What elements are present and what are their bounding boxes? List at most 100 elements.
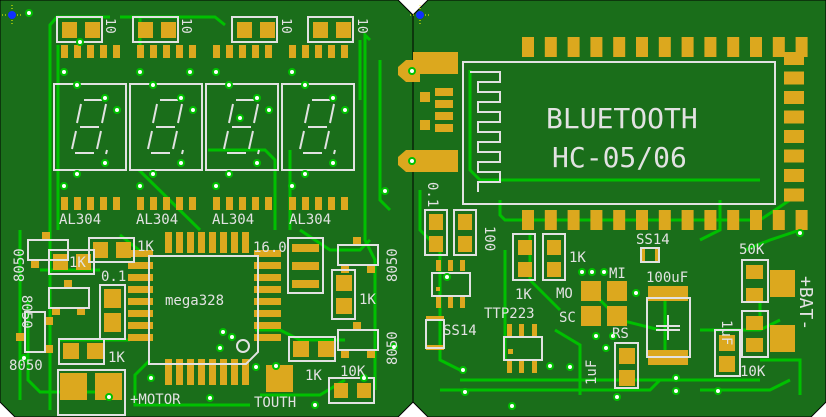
pad <box>254 250 281 257</box>
pad <box>252 45 259 58</box>
pad <box>176 232 183 253</box>
component-outline <box>424 209 448 256</box>
via <box>212 68 220 76</box>
pad <box>209 232 216 253</box>
via <box>578 268 586 276</box>
pad <box>435 124 453 132</box>
pad <box>460 297 465 308</box>
pad <box>507 324 512 336</box>
pad <box>590 37 603 57</box>
pad <box>128 250 153 257</box>
trace <box>760 358 802 395</box>
ic-label: TTP223 <box>484 306 535 322</box>
pad <box>137 45 144 58</box>
pad <box>413 150 458 172</box>
via <box>609 332 617 340</box>
pad <box>458 236 472 252</box>
pad <box>567 210 580 230</box>
pad <box>254 286 281 293</box>
pad <box>681 210 694 230</box>
pad <box>353 237 361 245</box>
pad <box>113 197 120 210</box>
capacitor-label: 0.1 <box>424 182 440 207</box>
module-subtitle: HC-05/06 <box>552 141 687 174</box>
pad <box>655 248 659 262</box>
pad <box>547 240 561 255</box>
pad <box>113 45 120 58</box>
trace <box>378 60 392 212</box>
pad <box>607 281 627 301</box>
via <box>390 343 398 351</box>
pad <box>746 316 763 330</box>
diode-label: SS14 <box>636 232 670 248</box>
pad <box>226 197 233 210</box>
pad <box>353 322 361 330</box>
pad <box>641 248 645 262</box>
battery-label: +BAT- <box>795 276 816 330</box>
pad <box>61 197 68 210</box>
pad <box>532 361 537 373</box>
pad <box>87 45 94 58</box>
capacitor-label: 100uF <box>646 270 688 286</box>
pad <box>436 297 441 308</box>
pad <box>61 45 68 58</box>
crystal-label: 16.0 <box>253 240 287 256</box>
pad <box>719 335 735 351</box>
resistor-label: 1K <box>569 250 586 266</box>
pin-label-mo: MO <box>556 286 573 302</box>
via <box>101 159 109 167</box>
segment <box>96 130 102 150</box>
component-outline <box>288 336 336 362</box>
via <box>101 94 109 102</box>
pad <box>315 45 322 58</box>
pad <box>128 322 153 329</box>
resistor-label: 10 <box>178 18 193 34</box>
pad <box>165 359 172 385</box>
crystal-outline <box>287 237 324 294</box>
pad <box>176 359 183 385</box>
pad <box>328 45 335 58</box>
via <box>60 182 68 190</box>
component-outline <box>99 284 126 340</box>
pad <box>302 197 309 210</box>
pad <box>74 197 81 210</box>
pad <box>784 130 804 143</box>
pad <box>784 169 804 182</box>
pad <box>544 210 557 230</box>
resistor-label: 10 <box>102 18 117 34</box>
diode-outline <box>425 319 445 349</box>
transistor-label: 8050 <box>385 331 401 365</box>
segment <box>76 103 82 124</box>
pad <box>116 242 131 258</box>
capacitor-label: 1uF <box>718 320 734 345</box>
via <box>149 170 157 178</box>
segment <box>105 149 108 155</box>
pad <box>128 286 153 293</box>
pad <box>302 45 309 58</box>
capacitor-symbol <box>656 315 680 340</box>
pad <box>328 197 335 210</box>
pad <box>260 22 275 38</box>
pad <box>581 306 601 326</box>
pad <box>658 210 671 230</box>
diode-label: SS14 <box>443 323 477 339</box>
segment <box>152 103 158 124</box>
via <box>459 366 467 374</box>
pad <box>254 310 281 317</box>
transistor-outline <box>337 244 379 266</box>
pad <box>266 365 293 392</box>
via <box>225 81 233 89</box>
segment <box>324 130 330 150</box>
pad <box>242 232 249 253</box>
pad <box>544 37 557 57</box>
mcu-outline <box>148 255 259 365</box>
via <box>206 394 214 402</box>
pad <box>727 210 740 230</box>
pad <box>318 341 334 357</box>
ic-outline <box>503 336 543 361</box>
pad <box>213 197 220 210</box>
bluetooth-module-outline <box>462 61 776 205</box>
via <box>600 268 608 276</box>
via <box>341 106 349 114</box>
via <box>613 393 621 401</box>
